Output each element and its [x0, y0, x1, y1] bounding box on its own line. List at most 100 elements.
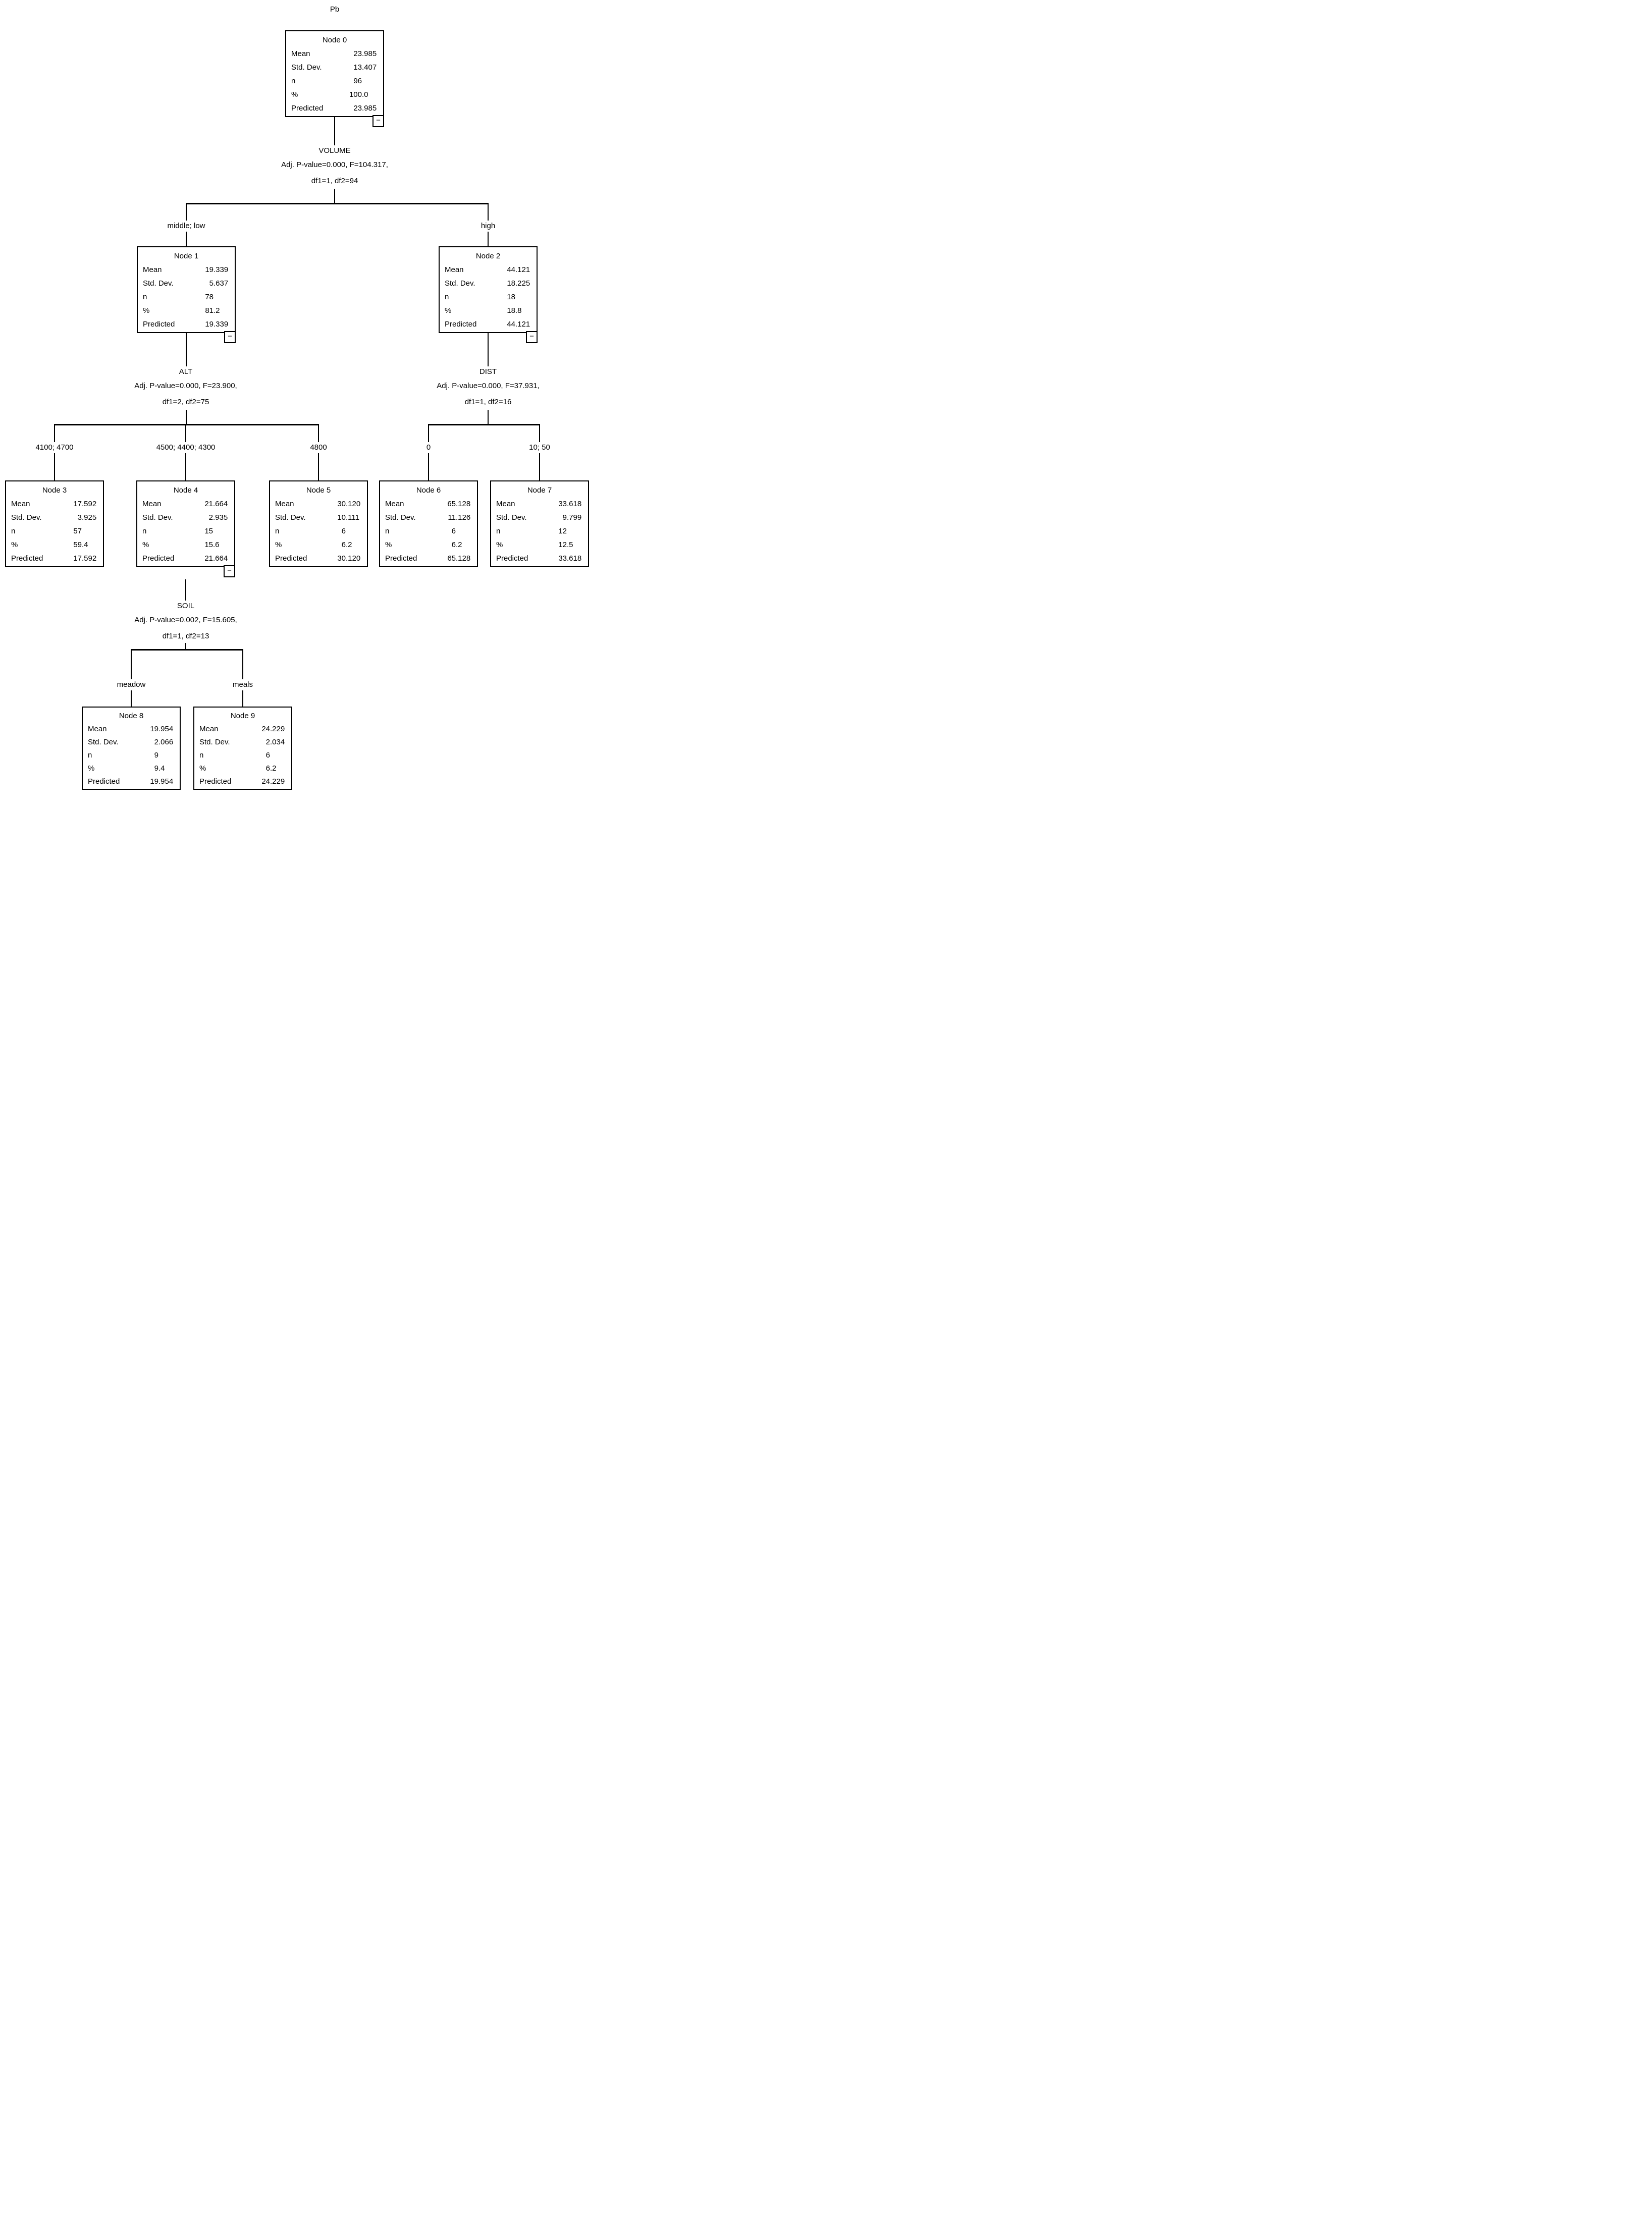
node-1-mean-int: 19 — [205, 265, 214, 274]
stat-label-predicted: Predicted — [275, 554, 307, 563]
branch-label-0: 0 — [426, 443, 431, 452]
connector-line — [428, 425, 429, 442]
node-2-mean-frac: .121 — [515, 265, 530, 274]
node-2-mean-int: 44 — [507, 265, 515, 274]
stat-label-predicted: Predicted — [445, 320, 477, 329]
stat-label-pct: % — [275, 540, 282, 549]
connector-line — [539, 453, 540, 480]
node-7-mean-int: 33 — [558, 500, 567, 508]
node-9-predicted-frac: .229 — [270, 777, 285, 786]
node-6-mean-int: 65 — [447, 500, 456, 508]
node-9-pct-int: 6 — [265, 764, 270, 773]
node-9-title: Node 9 — [230, 712, 255, 720]
connector-line — [54, 453, 55, 480]
node-3-pct-frac: .4 — [82, 540, 88, 549]
connector-line — [185, 643, 186, 649]
connector-line — [186, 333, 187, 366]
node-8-mean-int: 19 — [150, 725, 158, 733]
node-0-title: Node 0 — [322, 36, 347, 44]
node-3-predicted-int: 17 — [73, 554, 82, 563]
node-9-stddev-int: 2 — [265, 738, 270, 746]
node-1-n-int: 78 — [205, 293, 214, 301]
stat-label-n: n — [291, 77, 296, 85]
connector-line — [186, 410, 187, 424]
stat-label-n: n — [496, 527, 501, 535]
stat-label-pct: % — [385, 540, 392, 549]
stat-label-predicted: Predicted — [142, 554, 175, 563]
stat-label-mean: Mean — [445, 265, 464, 274]
stat-label-n: n — [199, 751, 204, 760]
connector-line — [186, 232, 187, 246]
node-2-pct-int: 18 — [507, 306, 515, 315]
branch-label-meadow: meadow — [117, 680, 146, 689]
stat-label-std-dev: Std. Dev. — [275, 513, 306, 522]
connector-line — [131, 649, 243, 651]
connector-line — [334, 189, 335, 203]
node-7-title: Node 7 — [527, 486, 552, 495]
node-1-predicted-frac: .339 — [214, 320, 229, 329]
node-6-mean-frac: .128 — [456, 500, 471, 508]
connector-line — [428, 424, 540, 425]
branch-label-4100-4700: 4100; 4700 — [35, 443, 74, 452]
stat-label-pct: % — [88, 764, 95, 773]
connector-line — [539, 425, 540, 442]
stat-label-mean: Mean — [385, 500, 404, 508]
stat-label-pct: % — [445, 306, 452, 315]
node-3-stddev-int: 3 — [77, 513, 82, 522]
stat-label-std-dev: Std. Dev. — [445, 279, 475, 288]
stat-label-std-dev: Std. Dev. — [143, 279, 174, 288]
stat-label-n: n — [445, 293, 449, 301]
node-box-3: Node 3 Mean 17 .592 Std. Dev. 3 .925 n 5… — [5, 480, 104, 567]
branch-label-4500-4400-4300: 4500; 4400; 4300 — [156, 443, 216, 452]
connector-line — [186, 204, 187, 221]
connector-line — [186, 203, 489, 204]
connector-line — [131, 690, 132, 707]
node-2-pct-frac: .8 — [515, 306, 522, 315]
stat-label-predicted: Predicted — [291, 104, 324, 113]
node-8-pct-frac: .4 — [158, 764, 165, 773]
node-8-n-int: 9 — [154, 751, 158, 760]
connector-line — [185, 453, 186, 480]
node-1-stddev-frac: .637 — [214, 279, 229, 288]
collapse-button-node-2[interactable]: − — [526, 331, 538, 343]
stat-label-pct: % — [291, 90, 298, 99]
connector-line — [488, 333, 489, 366]
node-9-pct-frac: .2 — [270, 764, 277, 773]
collapse-button-node-1[interactable]: − — [224, 331, 236, 343]
node-2-predicted-frac: .121 — [515, 320, 530, 329]
node-3-stddev-frac: .925 — [82, 513, 97, 522]
node-1-n-frac — [214, 290, 230, 304]
node-3-predicted-frac: .592 — [82, 554, 97, 563]
node-3-mean-int: 17 — [73, 500, 82, 508]
node-7-predicted-frac: .618 — [567, 554, 582, 563]
node-9-n-frac — [270, 749, 286, 762]
node-7-stddev-frac: .799 — [567, 513, 582, 522]
collapse-button-node-0[interactable]: − — [372, 115, 384, 127]
node-3-mean-frac: .592 — [82, 500, 97, 508]
node-2-stddev-int: 18 — [507, 279, 515, 288]
stat-label-pct: % — [143, 306, 150, 315]
collapse-button-node-4[interactable]: − — [224, 565, 235, 577]
decision-tree-canvas: Pb Node 0 Mean 23 .985 Std. Dev. 13 .407… — [0, 0, 590, 792]
node-3-pct-int: 59 — [73, 540, 82, 549]
node-7-pct-int: 12 — [558, 540, 567, 549]
connector-line — [242, 651, 243, 679]
stat-label-predicted: Predicted — [11, 554, 43, 563]
node-6-predicted-frac: .128 — [456, 554, 471, 563]
minus-icon: − — [227, 566, 232, 575]
connector-line — [488, 410, 489, 424]
node-5-mean-int: 30 — [337, 500, 346, 508]
node-8-mean-frac: .954 — [158, 725, 174, 733]
stat-label-mean: Mean — [199, 725, 219, 733]
node-7-mean-frac: .618 — [567, 500, 582, 508]
stat-label-n: n — [11, 527, 16, 535]
branch-label-high: high — [481, 222, 496, 230]
node-box-7: Node 7 Mean 33 .618 Std. Dev. 9 .799 n 1… — [490, 480, 589, 567]
node-box-1: Node 1 Mean 19 .339 Std. Dev. 5 .637 n 7… — [137, 246, 236, 343]
node-7-n-int: 12 — [558, 527, 567, 535]
node-6-n-frac — [456, 524, 472, 538]
stat-label-std-dev: Std. Dev. — [88, 738, 119, 746]
connector-line — [318, 425, 319, 442]
node-0-pct-int: 100 — [349, 90, 362, 99]
node-5-pct-frac: .2 — [346, 540, 352, 549]
